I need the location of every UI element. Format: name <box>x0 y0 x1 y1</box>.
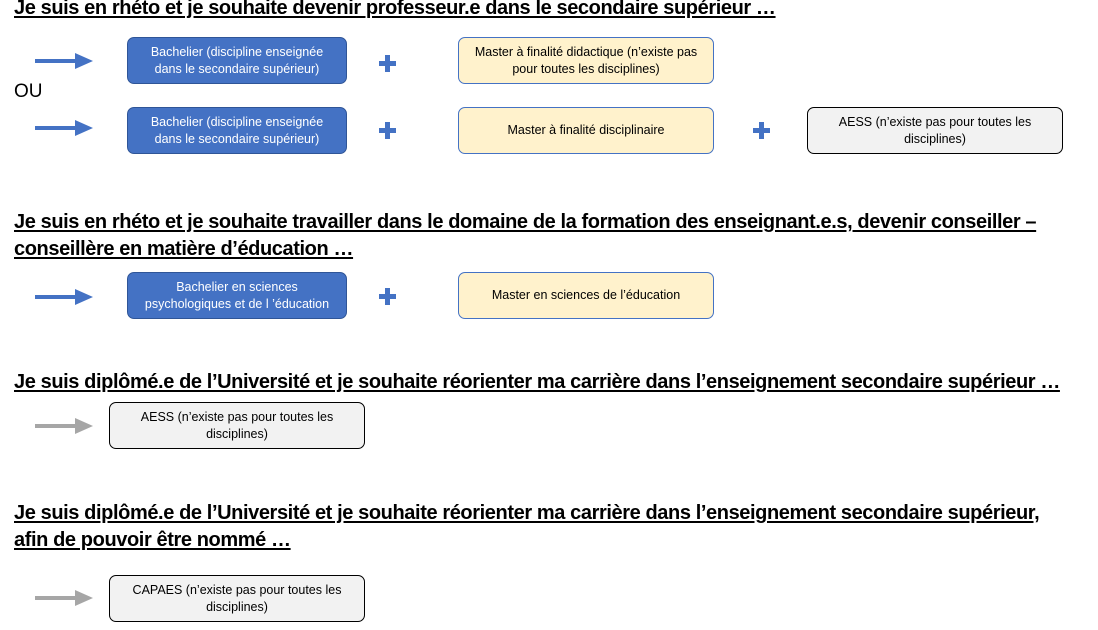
bachelier-box: Bachelier (discipline enseignée dans le … <box>127 107 347 154</box>
right-arrow-icon <box>35 53 93 69</box>
right-arrow-icon <box>35 590 93 606</box>
aess-box: AESS (n’existe pas pour toutes les disci… <box>807 107 1063 154</box>
plus-icon <box>379 288 396 305</box>
bachelier-education-box: Bachelier en sciences psychologiques et … <box>127 272 347 319</box>
bachelier-box: Bachelier (discipline enseignée dans le … <box>127 37 347 84</box>
master-didactique-box: Master à finalité didactique (n’existe p… <box>458 37 714 84</box>
section-3-heading: Je suis diplômé.e de l’Université et je … <box>14 371 1060 393</box>
section-4-heading-line-1: Je suis diplômé.e de l’Université et je … <box>14 502 1040 524</box>
right-arrow-icon <box>35 120 93 136</box>
master-education-box: Master en sciences de l’éducation <box>458 272 714 319</box>
or-separator: OU <box>14 81 43 102</box>
section-2-heading-line-1: Je suis en rhéto et je souhaite travaill… <box>14 211 1037 233</box>
right-arrow-icon <box>35 418 93 434</box>
section-2-heading-line-2: conseillère en matière d’éducation … <box>14 238 354 260</box>
section-1-heading: Je suis en rhéto et je souhaite devenir … <box>14 0 776 19</box>
plus-icon <box>379 122 396 139</box>
right-arrow-icon <box>35 289 93 305</box>
section-4-heading-line-2: afin de pouvoir être nommé … <box>14 529 291 551</box>
master-disciplinaire-box: Master à finalité disciplinaire <box>458 107 714 154</box>
plus-icon <box>379 55 396 72</box>
plus-icon <box>753 122 770 139</box>
capaes-box: CAPAES (n’existe pas pour toutes les dis… <box>109 575 365 622</box>
aess-box: AESS (n’existe pas pour toutes les disci… <box>109 402 365 449</box>
